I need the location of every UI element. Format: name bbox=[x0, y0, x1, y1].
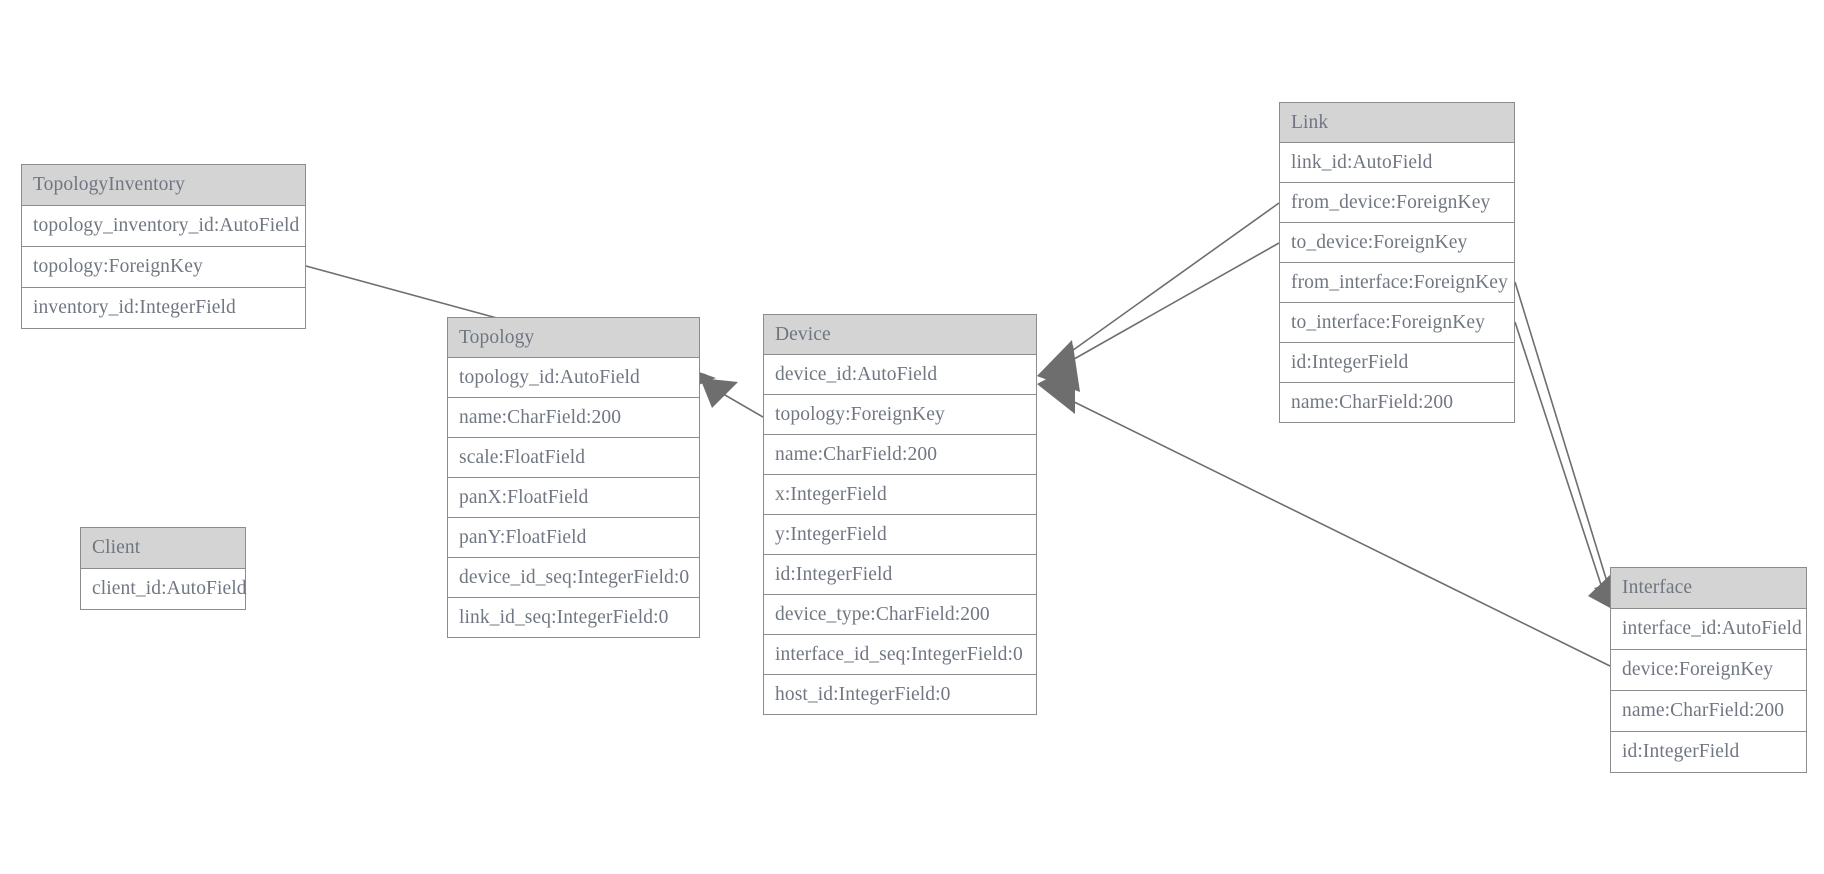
entity-field: id:IntegerField bbox=[1280, 343, 1514, 383]
edge-link-from-interface bbox=[1514, 281, 1630, 615]
entity-topology-inventory[interactable]: TopologyInventory topology_inventory_id:… bbox=[21, 164, 306, 329]
entity-field: to_device:ForeignKey bbox=[1280, 223, 1514, 263]
entity-title: Link bbox=[1280, 103, 1514, 143]
entity-field: scale:FloatField bbox=[448, 438, 699, 478]
entity-field: name:CharField:200 bbox=[1611, 691, 1806, 732]
edge-link-to-device bbox=[1037, 242, 1280, 392]
entity-title: Interface bbox=[1611, 568, 1806, 609]
entity-field: interface_id:AutoField bbox=[1611, 609, 1806, 650]
entity-field: id:IntegerField bbox=[764, 555, 1036, 595]
entity-link[interactable]: Link link_id:AutoField from_device:Forei… bbox=[1279, 102, 1515, 423]
entity-field: host_id:IntegerField:0 bbox=[764, 675, 1036, 715]
entity-field: panY:FloatField bbox=[448, 518, 699, 558]
entity-field: name:CharField:200 bbox=[1280, 383, 1514, 423]
entity-topology[interactable]: Topology topology_id:AutoField name:Char… bbox=[447, 317, 700, 638]
entity-field: device_id_seq:IntegerField:0 bbox=[448, 558, 699, 598]
entity-field: device:ForeignKey bbox=[1611, 650, 1806, 691]
entity-field: name:CharField:200 bbox=[448, 398, 699, 438]
entity-field: topology:ForeignKey bbox=[22, 247, 305, 288]
entity-field: topology_id:AutoField bbox=[448, 358, 699, 398]
entity-interface[interactable]: Interface interface_id:AutoField device:… bbox=[1610, 567, 1807, 773]
entity-title: Device bbox=[764, 315, 1036, 355]
entity-field: topology:ForeignKey bbox=[764, 395, 1036, 435]
entity-field: inventory_id:IntegerField bbox=[22, 288, 305, 329]
entity-field: device_id:AutoField bbox=[764, 355, 1036, 395]
entity-field: link_id:AutoField bbox=[1280, 143, 1514, 183]
entity-field: name:CharField:200 bbox=[764, 435, 1036, 475]
entity-field: id:IntegerField bbox=[1611, 732, 1806, 773]
entity-field: interface_id_seq:IntegerField:0 bbox=[764, 635, 1036, 675]
entity-field: client_id:AutoField bbox=[81, 569, 247, 610]
edge-link-from-device bbox=[1037, 202, 1280, 390]
entity-client[interactable]: Client client_id:AutoField bbox=[80, 527, 247, 610]
entity-field: device_type:CharField:200 bbox=[764, 595, 1036, 635]
entity-field: to_interface:ForeignKey bbox=[1280, 303, 1514, 343]
entity-field: panX:FloatField bbox=[448, 478, 699, 518]
entity-device[interactable]: Device device_id:AutoField topology:Fore… bbox=[763, 314, 1037, 715]
edge-link-to-interface bbox=[1514, 321, 1623, 615]
entity-field: y:IntegerField bbox=[764, 515, 1036, 555]
edge-device-topology bbox=[700, 378, 764, 418]
entity-title: Client bbox=[81, 528, 245, 569]
entity-field: link_id_seq:IntegerField:0 bbox=[448, 598, 699, 638]
entity-field: x:IntegerField bbox=[764, 475, 1036, 515]
entity-title: TopologyInventory bbox=[22, 165, 305, 206]
entity-field: topology_inventory_id:AutoField bbox=[22, 206, 305, 247]
entity-title: Topology bbox=[448, 318, 699, 358]
entity-field: from_interface:ForeignKey bbox=[1280, 263, 1514, 303]
entity-field: from_device:ForeignKey bbox=[1280, 183, 1514, 223]
